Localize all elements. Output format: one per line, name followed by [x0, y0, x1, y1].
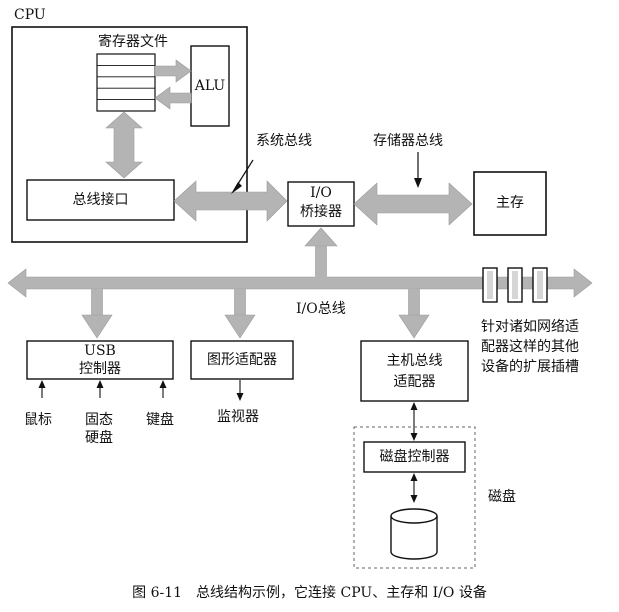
memory-bus-arrow	[353, 182, 473, 226]
regfile-to-alu-arrow	[154, 59, 192, 83]
register-file-label: 寄存器文件	[98, 34, 168, 50]
usb-controller-box	[26, 340, 174, 380]
memory-bus-label: 存储器总线	[373, 133, 443, 149]
host-bus-adapter-label-line1: 主机总线	[386, 353, 443, 369]
io-bridge-label-line1: I/O	[310, 185, 332, 201]
figure-caption: 图 6-11 总线结构示例，它连接 CPU、主存和 I/O 设备	[132, 585, 487, 601]
io-bus-arrow	[7, 268, 593, 298]
bus-interface-label: 总线接口	[72, 192, 129, 208]
disk-label: 磁盘	[488, 489, 516, 505]
monitor-label: 监视器	[217, 409, 259, 425]
io-bus-label: I/O总线	[296, 301, 346, 317]
io-bridge-bus-connector	[315, 246, 327, 278]
expansion-slots-label-line1: 针对诸如网络适	[481, 319, 579, 335]
keyboard-label: 键盘	[146, 412, 174, 428]
usb-controller-label-line2: 控制器	[79, 361, 121, 377]
system-bus-label: 系统总线	[256, 133, 312, 149]
alu-to-regfile-arrow	[154, 86, 192, 110]
host-bus-adapter-label-line2: 适配器	[393, 374, 436, 390]
disk-controller-label: 磁盘控制器	[379, 449, 450, 465]
register-file	[96, 53, 156, 112]
usb-controller-label-line1: USB	[84, 343, 116, 359]
main-memory-label: 主存	[496, 195, 524, 211]
alu-box	[190, 45, 230, 127]
cpu-label: CPU	[14, 7, 46, 23]
graphics-bus-connector	[234, 289, 246, 315]
disk-enclosure	[353, 426, 476, 569]
expansion-slots-label-line2: 配器这样的其他	[481, 339, 579, 355]
mouse-label: 鼠标	[24, 412, 52, 428]
graphics-adapter-box	[190, 340, 294, 380]
disk-cylinder	[390, 508, 438, 560]
disk-controller-box	[363, 441, 466, 473]
regfile-bus-interface-arrow	[105, 111, 143, 179]
ssd-label-line1: 固态	[85, 412, 113, 428]
io-bridge-label-line2: 桥接器	[300, 204, 342, 220]
expansion-slots-label-line3: 设备的扩展插槽	[481, 359, 579, 375]
host-adapter-bus-connector	[408, 289, 420, 315]
ssd-label-line2: 硬盘	[85, 430, 113, 446]
host-bus-adapter-box	[360, 340, 469, 402]
main-memory-box	[473, 171, 547, 236]
alu-label: ALU	[194, 78, 226, 94]
bus-interface-box	[26, 179, 175, 221]
system-bus-pointer	[235, 159, 254, 188]
usb-bus-connector	[91, 289, 103, 315]
system-bus-arrow	[173, 180, 288, 222]
graphics-adapter-label: 图形适配器	[207, 352, 277, 368]
